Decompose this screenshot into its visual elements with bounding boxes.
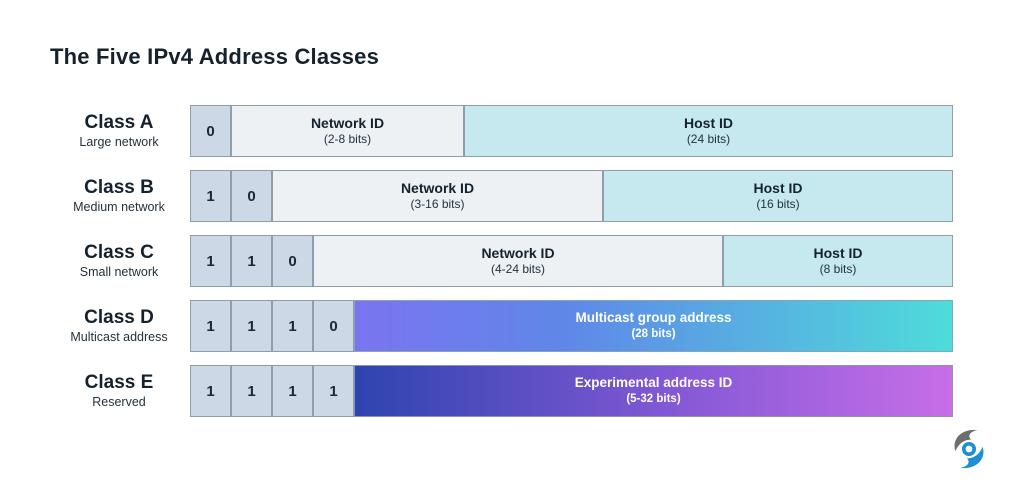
segment-label: Network ID	[481, 244, 555, 261]
network-segment: Network ID(2-8 bits)	[231, 105, 464, 157]
bit-box: 0	[313, 300, 354, 352]
segment-bits-label: (28 bits)	[631, 328, 676, 341]
segment-bits-label: (2-8 bits)	[323, 132, 372, 147]
class-label: Class A	[84, 111, 154, 133]
bit-box: 0	[231, 170, 272, 222]
bit-box: 1	[272, 300, 313, 352]
host-segment: Host ID(24 bits)	[464, 105, 953, 157]
segment-bits-label: (24 bits)	[686, 132, 731, 147]
bit-box: 1	[272, 365, 313, 417]
segment-bits-label: (16 bits)	[756, 197, 800, 212]
class-label: Class E	[84, 371, 154, 393]
class-label-block: Class D Multicast address	[48, 300, 190, 352]
segment-label: Network ID	[310, 114, 385, 131]
bit-box: 1	[190, 235, 231, 287]
segment-bits-label: (8 bits)	[819, 262, 857, 277]
bit-box: 0	[190, 105, 231, 157]
class-label: Class B	[84, 176, 154, 198]
class-label: Class D	[84, 306, 154, 328]
bit-box: 0	[272, 235, 313, 287]
phoenixnap-logo-icon	[946, 426, 992, 472]
class-label-block: Class E Reserved	[48, 365, 190, 417]
experimental-segment: Experimental address ID (5-32 bits)	[354, 365, 953, 417]
bit-box: 1	[190, 365, 231, 417]
bit-box: 1	[231, 235, 272, 287]
bit-box: 1	[190, 170, 231, 222]
class-sublabel: Reserved	[92, 395, 146, 410]
segment-label: Multicast group address	[575, 310, 732, 326]
multicast-segment: Multicast group address (28 bits)	[354, 300, 953, 352]
class-label-block: Class C Small network	[48, 235, 190, 287]
segment-label: Host ID	[813, 244, 863, 261]
segment-bits-label: (4-24 bits)	[490, 262, 546, 277]
network-segment: Network ID(3-16 bits)	[272, 170, 603, 222]
class-label-block: Class A Large network	[48, 105, 190, 157]
class-sublabel: Large network	[79, 135, 159, 150]
bit-box: 1	[231, 365, 272, 417]
host-segment: Host ID(16 bits)	[603, 170, 953, 222]
network-segment: Network ID(4-24 bits)	[313, 235, 723, 287]
segment-bits-label: (3-16 bits)	[410, 197, 465, 212]
segment-label: Host ID	[684, 114, 733, 131]
segment-label: Experimental address ID	[574, 375, 733, 391]
class-sublabel: Multicast address	[70, 330, 168, 345]
bit-box: 1	[313, 365, 354, 417]
diagram-title: The Five IPv4 Address Classes	[50, 44, 380, 69]
class-label-block: Class B Medium network	[48, 170, 190, 222]
class-label: Class C	[84, 241, 154, 263]
segment-label: Host ID	[753, 179, 803, 196]
segment-bits-label: (5-32 bits)	[626, 393, 681, 406]
host-segment: Host ID(8 bits)	[723, 235, 953, 287]
class-sublabel: Small network	[79, 265, 159, 280]
bit-box: 1	[190, 300, 231, 352]
bit-box: 1	[231, 300, 272, 352]
class-sublabel: Medium network	[73, 200, 165, 215]
segment-label: Network ID	[400, 179, 475, 196]
